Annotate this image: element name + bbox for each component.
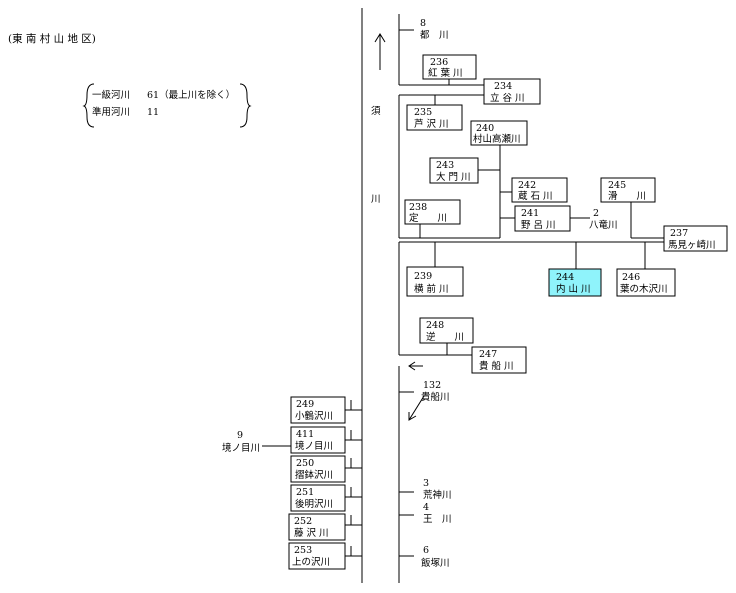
left-brace — [82, 83, 95, 128]
river-box-243: 243 大 門 川 — [429, 157, 479, 184]
river-num: 248 — [426, 320, 444, 331]
river-num: 243 — [436, 160, 454, 171]
river-box-246: 246 葉の木沢川 — [616, 268, 676, 297]
river-label-6: 6 飯塚川 — [421, 545, 450, 569]
river-name: 上の沢川 — [292, 556, 330, 568]
river-name: 野 呂 川 — [521, 220, 556, 231]
river-box-236: 236 紅 葉 川 — [422, 54, 477, 80]
river-num: 3 — [423, 478, 429, 489]
river-num: 8 — [420, 18, 426, 29]
river-num: 252 — [294, 516, 312, 527]
river-num: 247 — [479, 349, 497, 360]
river-box-252: 252 藤 沢 川 — [288, 513, 346, 541]
river-name: 逆 川 — [426, 331, 464, 343]
river-label-8: 8 都 川 — [420, 18, 449, 41]
river-num: 249 — [296, 399, 314, 410]
river-box-239: 239 横 前 川 — [406, 266, 464, 297]
river-num: 251 — [296, 487, 314, 498]
main-river-label-2: 川 — [371, 194, 381, 205]
river-num: 6 — [423, 545, 429, 556]
region-title: (東 南 村 山 地 区) — [8, 32, 96, 45]
river-name: 八竜川 — [589, 219, 618, 231]
class1-value: 61（最上川を除く） — [147, 89, 235, 101]
river-name: 大 門 川 — [436, 171, 471, 183]
river-name: 紅 葉 川 — [428, 67, 463, 79]
river-name: 村山高瀬川 — [473, 133, 521, 145]
class1-label: 一級河川 — [92, 89, 130, 101]
river-name: 定 川 — [409, 212, 447, 224]
river-box-242: 242 蔵 石 川 — [511, 177, 568, 203]
river-name: 境ノ目川 — [222, 442, 260, 454]
river-box-238: 238 定 川 — [404, 199, 461, 225]
river-num: 234 — [494, 81, 512, 92]
river-num: 250 — [296, 458, 314, 469]
river-box-249: 249 小鶴沢川 — [290, 396, 346, 424]
river-label-9: 9 境ノ目川 — [222, 430, 260, 454]
river-name: 蔵 石 川 — [518, 190, 553, 202]
river-name: 立 谷 川 — [490, 92, 525, 104]
river-name: 王 川 — [423, 514, 452, 525]
river-box-247: 247 貴 船 川 — [471, 346, 527, 374]
right-brace — [239, 83, 252, 128]
river-num: 236 — [430, 57, 448, 68]
river-name: 馬見ヶ崎川 — [668, 239, 716, 251]
river-name: 芦 沢 川 — [414, 118, 449, 130]
river-num: 4 — [423, 502, 429, 513]
river-num: 253 — [294, 545, 312, 556]
river-name: 貴船川 — [421, 391, 450, 403]
river-box-245: 245 滑 川 — [600, 177, 656, 203]
river-label-132: 132 貴船川 — [421, 380, 450, 403]
river-name: 貴 船 川 — [479, 360, 514, 372]
river-box-253: 253 上の沢川 — [288, 542, 346, 570]
river-box-237: 237 馬見ヶ崎川 — [663, 225, 728, 252]
highlight-fill — [548, 268, 602, 297]
river-name: 内 山 川 — [556, 283, 591, 295]
river-name: 飯塚川 — [421, 557, 450, 569]
river-num: 9 — [237, 430, 243, 441]
river-num: 2 — [593, 208, 599, 219]
river-name: 滑 川 — [608, 191, 646, 202]
river-box-235: 235 芦 沢 川 — [406, 104, 463, 131]
river-name: 荒神川 — [423, 489, 452, 501]
semi-label: 準用河川 — [92, 106, 130, 118]
river-label-4: 4 王 川 — [423, 502, 452, 525]
river-num: 237 — [670, 228, 688, 239]
river-box-250: 250 摺鉢沢川 — [290, 455, 346, 483]
river-num: 132 — [423, 380, 441, 391]
river-label-3: 3 荒神川 — [423, 478, 452, 501]
river-num: 244 — [556, 272, 574, 283]
river-box-241: 241 野 呂 川 — [514, 205, 571, 232]
semi-value: 11 — [147, 107, 159, 118]
river-box-234: 234 立 谷 川 — [483, 78, 541, 105]
river-num: 235 — [414, 107, 432, 118]
river-box-411: 411 境ノ目川 — [290, 426, 346, 454]
river-name: 藤 沢 川 — [294, 527, 329, 539]
river-box-251: 251 後明沢川 — [290, 484, 346, 512]
connector-lines — [262, 8, 664, 583]
river-name: 都 川 — [420, 30, 449, 41]
river-name: 境ノ目川 — [295, 440, 333, 452]
main-river-label-1: 須 — [371, 106, 381, 117]
river-box-240: 240 村山高瀬川 — [470, 120, 528, 146]
river-num: 242 — [518, 180, 536, 191]
river-num: 245 — [608, 180, 626, 191]
river-num: 239 — [414, 271, 432, 282]
river-label-2: 2 八竜川 — [589, 208, 618, 231]
river-num: 411 — [296, 429, 314, 440]
river-name: 摺鉢沢川 — [295, 469, 333, 481]
river-num: 246 — [622, 272, 640, 283]
river-num: 241 — [521, 208, 539, 219]
river-name: 横 前 川 — [414, 283, 449, 295]
river-box-244: 244 内 山 川 — [548, 268, 602, 297]
river-box-248: 248 逆 川 — [419, 317, 474, 344]
river-name: 後明沢川 — [295, 498, 333, 510]
river-name: 葉の木沢川 — [620, 283, 668, 295]
river-num: 238 — [409, 202, 427, 213]
river-num: 240 — [476, 123, 494, 134]
river-name: 小鶴沢川 — [295, 410, 333, 422]
